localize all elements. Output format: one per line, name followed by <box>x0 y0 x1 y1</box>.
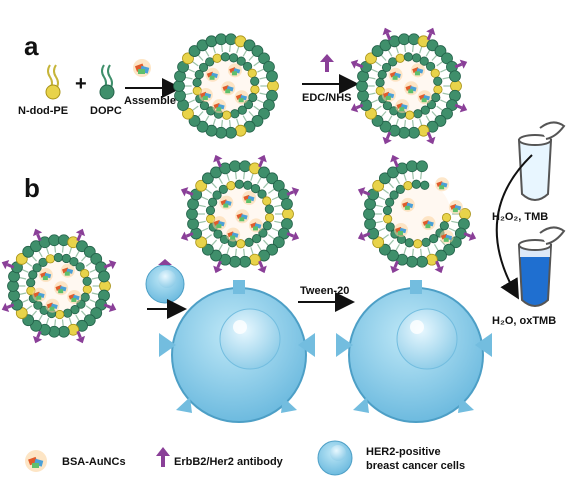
antibody-marker <box>286 187 300 197</box>
antibody-marker <box>390 260 400 274</box>
nanocluster-icon <box>226 227 241 242</box>
tween-label: Tween-20 <box>300 285 349 297</box>
reaction-arrow <box>495 154 533 300</box>
nanocluster-icon <box>435 177 450 192</box>
nanocluster-icon <box>381 87 396 102</box>
antibody-marker <box>454 59 468 69</box>
antibody-marker <box>454 103 468 113</box>
antibody-icon <box>320 54 334 72</box>
nanocluster-icon <box>234 90 249 105</box>
nanocluster-icon <box>394 223 408 237</box>
antibody-marker <box>180 187 194 197</box>
antibody-marker <box>103 259 117 270</box>
antibody-marker <box>286 231 300 241</box>
antibody-marker <box>390 154 400 168</box>
plus-sign: + <box>75 73 87 95</box>
nanocluster-icon <box>205 67 220 82</box>
legend-nanocluster-icon <box>25 450 47 472</box>
antibody-marker <box>426 27 436 41</box>
nanocluster-icon <box>212 99 227 114</box>
nanocluster-icon <box>395 99 410 114</box>
n-dod-pe-label: N-dod-PE <box>18 105 68 117</box>
antibody-marker <box>103 302 117 313</box>
nanocluster-icon <box>38 268 53 283</box>
n-dod-pe-lipid <box>45 64 61 100</box>
panel-a-label: a <box>24 31 39 61</box>
dopc-label: DOPC <box>90 105 122 117</box>
large-cell-right <box>336 280 492 423</box>
nanocluster-icon <box>45 298 60 313</box>
antibody-marker <box>213 260 223 274</box>
legend-antibody-icon <box>156 447 170 467</box>
antibody-marker <box>350 59 364 69</box>
antibody-marker <box>213 154 223 168</box>
legend-cell-icon <box>317 440 353 476</box>
liposome-ruptured <box>357 154 477 274</box>
nanocluster-icon <box>32 287 47 302</box>
nanocluster-icon <box>404 81 419 96</box>
antibody-marker <box>357 231 371 241</box>
nanocluster-icon <box>198 87 213 102</box>
liposome-bound <box>180 154 300 274</box>
tube-clear <box>517 121 566 201</box>
antibody-marker <box>1 302 15 313</box>
antibody-marker <box>434 260 444 274</box>
liposome-plain <box>173 33 279 139</box>
assemble-label: Assemble <box>124 95 176 107</box>
antibody-marker <box>257 260 267 274</box>
nanocluster-icon <box>221 81 236 96</box>
dopc-lipid <box>99 64 115 100</box>
assemble-nanocluster-icon <box>133 59 151 77</box>
nanocluster-icon <box>235 209 250 224</box>
antibody-marker <box>463 231 477 241</box>
nanocluster-icon <box>417 90 432 105</box>
legend-cells-line1: HER2-positive <box>366 446 441 458</box>
antibody-marker <box>257 154 267 168</box>
nanocluster-icon <box>227 63 242 78</box>
antibody-marker <box>426 131 436 145</box>
nanocluster-icon <box>219 195 234 210</box>
nanocluster-icon <box>439 229 454 244</box>
antibody-marker <box>180 231 194 241</box>
nanocluster-icon <box>388 67 403 82</box>
antibody-marker <box>1 259 15 270</box>
antibody-marker <box>382 27 392 41</box>
antibody-marker <box>32 228 43 242</box>
large-cell-middle <box>159 280 315 423</box>
edc-nhs-label: EDC/NHS <box>302 92 352 104</box>
tube-blue <box>517 226 566 307</box>
antibody-marker <box>357 187 371 197</box>
small-cell-icon <box>145 259 185 304</box>
nanocluster-icon <box>67 289 82 304</box>
liposome-antibody-left <box>1 228 117 344</box>
nanocluster-icon <box>242 191 257 205</box>
h2o2-tmb-label: H₂O₂, TMB <box>492 211 548 223</box>
h2o-oxtmb-label: H₂O, oxTMB <box>492 315 556 327</box>
nanocluster-icon <box>54 281 69 296</box>
nanocluster-icon <box>448 200 463 215</box>
liposome-antibody <box>350 27 468 145</box>
antibody-marker <box>75 228 86 242</box>
antibody-marker <box>75 330 86 344</box>
nanocluster-icon <box>60 263 75 278</box>
nanocluster-icon <box>421 216 436 231</box>
nanocluster-icon <box>212 216 227 231</box>
nanocluster-icon <box>249 218 263 233</box>
panel-b-label: b <box>24 173 40 203</box>
antibody-marker <box>32 330 43 344</box>
nanocluster-icon <box>400 197 415 212</box>
antibody-marker <box>350 103 364 113</box>
antibody-marker <box>382 131 392 145</box>
legend-antibody: ErbB2/Her2 antibody <box>174 456 284 468</box>
nanocluster-icon <box>410 63 425 78</box>
legend-cells-line2: breast cancer cells <box>366 460 465 472</box>
legend-bsa-aunc: BSA-AuNCs <box>62 456 126 468</box>
